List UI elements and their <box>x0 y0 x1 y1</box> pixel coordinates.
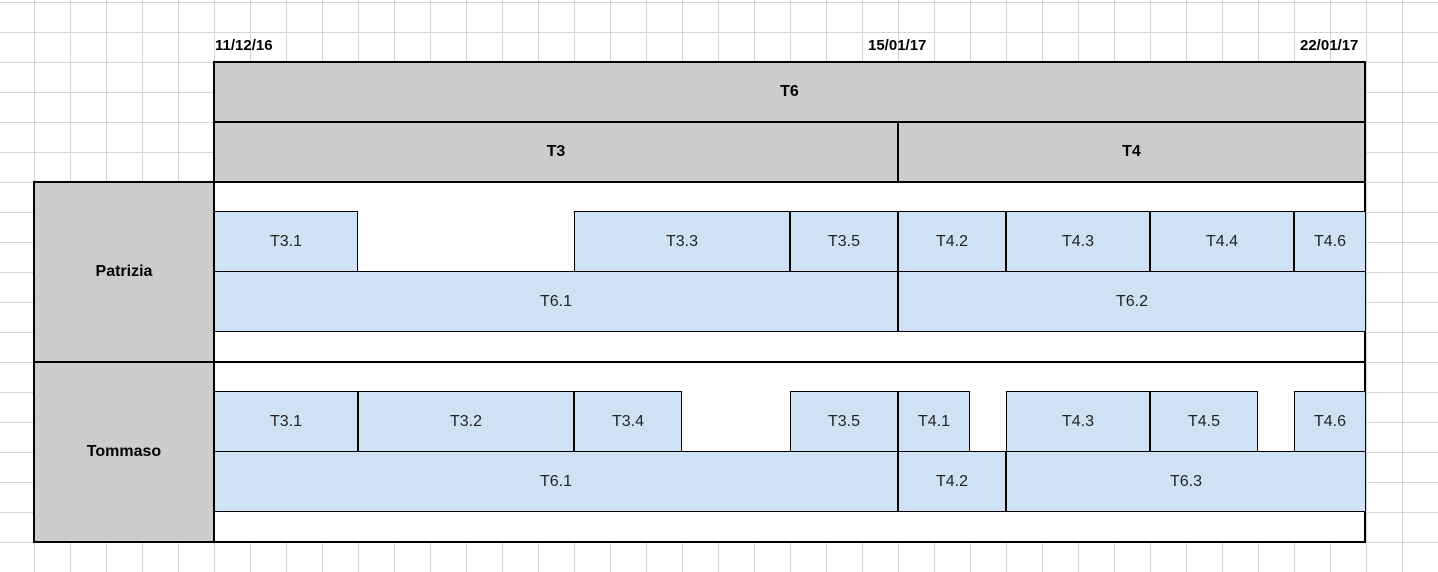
date-end: 22/01/17 <box>1300 37 1359 54</box>
task-tommaso-t4-5[interactable]: T4.5 <box>1150 391 1258 452</box>
person-tommaso: Tommaso <box>33 361 215 543</box>
header-t6-label: T6 <box>780 83 799 100</box>
task-patrizia-t4-6[interactable]: T4.6 <box>1294 211 1366 272</box>
task-patrizia-t4-4[interactable]: T4.4 <box>1150 211 1294 272</box>
task-patrizia-t4-3[interactable]: T4.3 <box>1006 211 1150 272</box>
date-mid: 15/01/17 <box>868 37 927 54</box>
task-tommaso-t3-4[interactable]: T3.4 <box>574 391 682 452</box>
task-tommaso-t4-2[interactable]: T4.2 <box>898 451 1006 512</box>
person-patrizia-name: Patrizia <box>95 263 153 280</box>
task-tommaso-t4-3[interactable]: T4.3 <box>1006 391 1150 452</box>
person-tommaso-name: Tommaso <box>86 443 162 460</box>
task-tommaso-t4-1[interactable]: T4.1 <box>898 391 970 452</box>
header-t4: T4 <box>897 121 1366 183</box>
task-patrizia-t6-1[interactable]: T6.1 <box>214 271 898 332</box>
task-tommaso-t6-1[interactable]: T6.1 <box>214 451 898 512</box>
date-start: 11/12/16 <box>215 37 273 54</box>
task-patrizia-t3-1[interactable]: T3.1 <box>214 211 358 272</box>
task-patrizia-t6-2[interactable]: T6.2 <box>898 271 1366 332</box>
task-tommaso-t3-2[interactable]: T3.2 <box>358 391 574 452</box>
header-t6: T6 <box>213 61 1366 123</box>
header-t3-label: T3 <box>546 143 566 160</box>
task-patrizia-t4-2[interactable]: T4.2 <box>898 211 1006 272</box>
header-t3: T3 <box>213 121 899 183</box>
person-patrizia: Patrizia <box>33 181 215 363</box>
task-tommaso-t6-3[interactable]: T6.3 <box>1006 451 1366 512</box>
header-t4-label: T4 <box>1122 143 1141 160</box>
task-tommaso-t3-5[interactable]: T3.5 <box>790 391 898 452</box>
task-patrizia-t3-3[interactable]: T3.3 <box>574 211 790 272</box>
task-tommaso-t4-6[interactable]: T4.6 <box>1294 391 1366 452</box>
task-patrizia-t3-5[interactable]: T3.5 <box>790 211 898 272</box>
task-tommaso-t3-1[interactable]: T3.1 <box>214 391 358 452</box>
